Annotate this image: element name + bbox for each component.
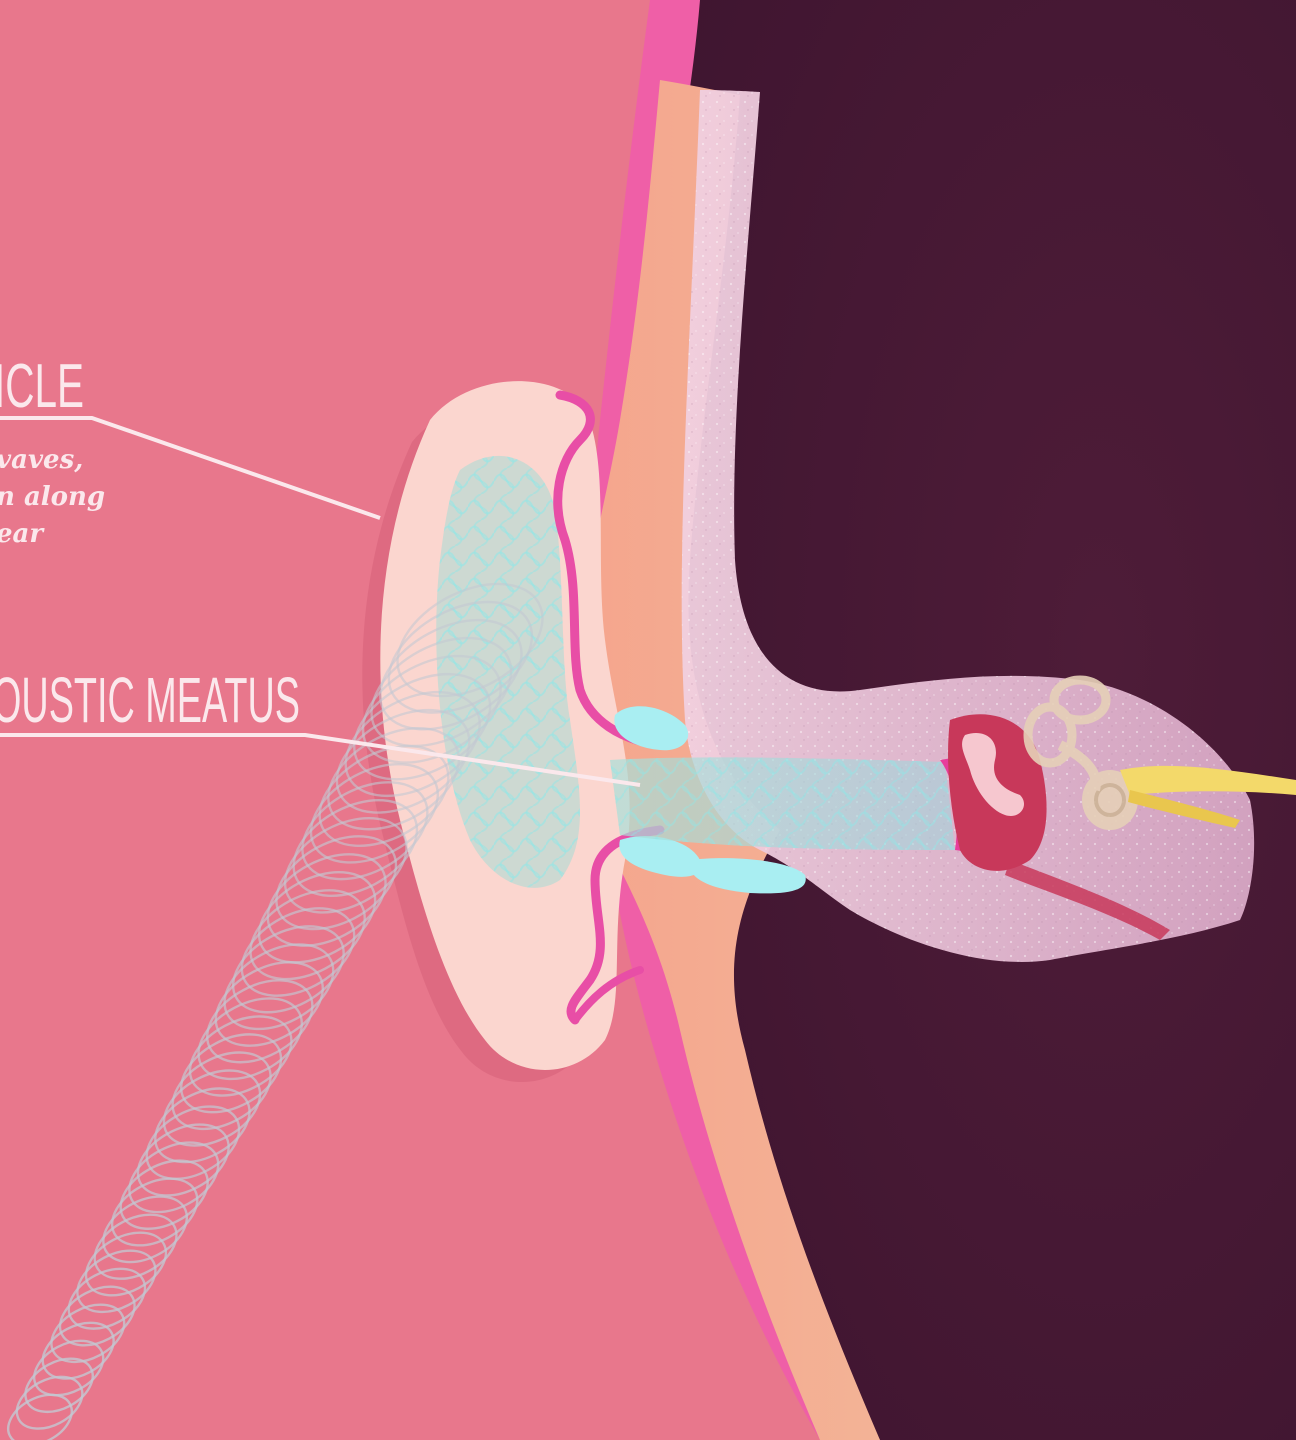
ear-canal-mesh: [610, 757, 955, 850]
meatus-label: OUSTIC MEATUS: [0, 664, 300, 736]
auricle-description-line-2: n along: [0, 482, 105, 512]
auricle-description-line-3: ear: [0, 519, 45, 549]
auricle-description-line-1: vaves,: [0, 445, 83, 475]
auricle-label: ICLE: [0, 352, 84, 421]
